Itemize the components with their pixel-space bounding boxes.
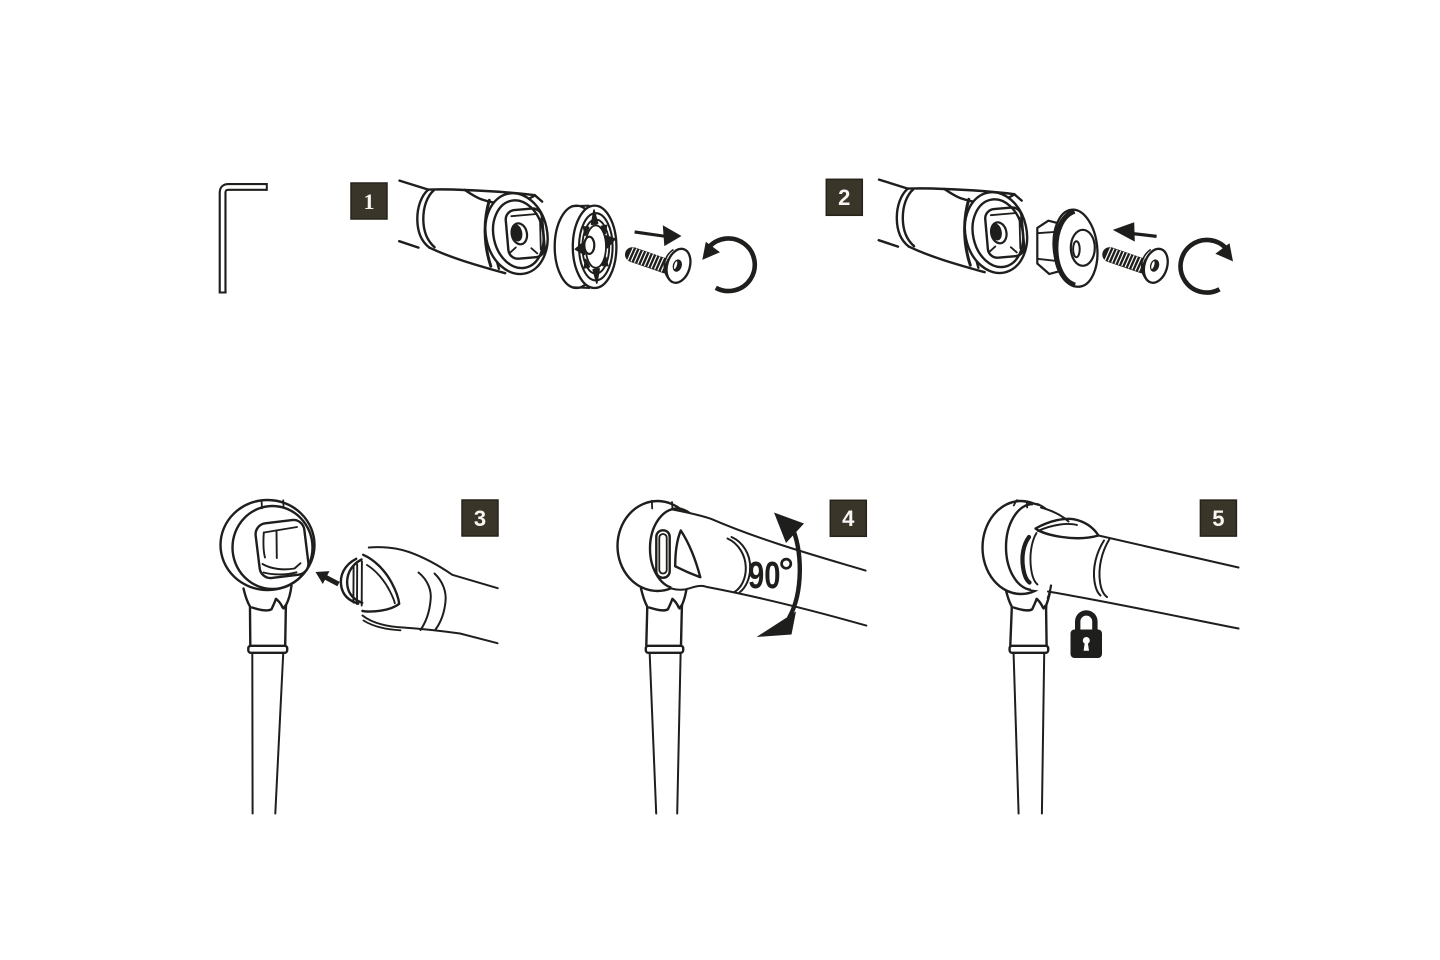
svg-text:90: 90	[748, 555, 781, 597]
svg-text:1: 1	[364, 189, 375, 214]
svg-text:3: 3	[474, 506, 486, 531]
svg-text:4: 4	[842, 506, 855, 531]
svg-text:2: 2	[838, 185, 850, 210]
svg-text:5: 5	[1212, 506, 1224, 531]
